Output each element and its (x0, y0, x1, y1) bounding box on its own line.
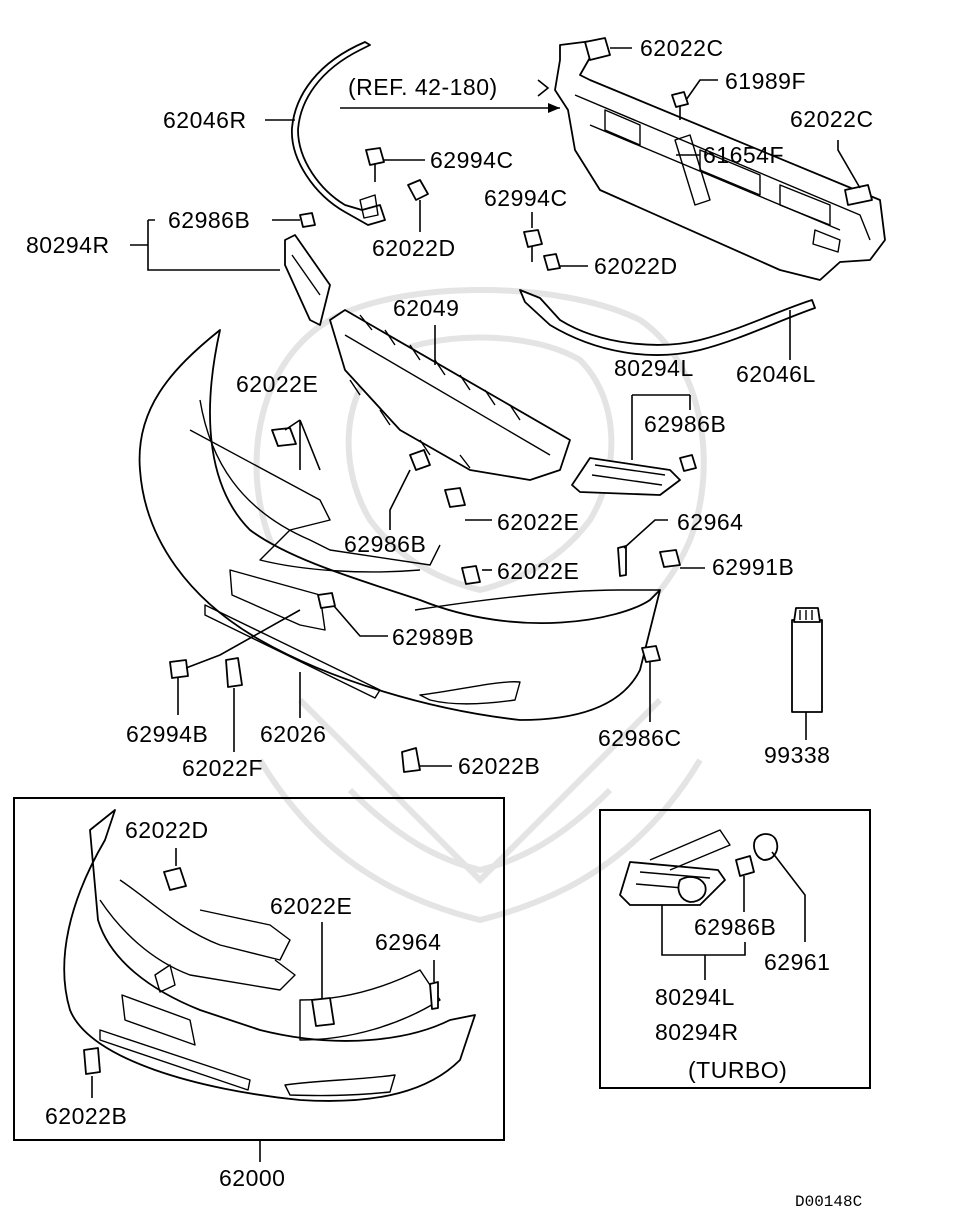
clip-62991B (659, 549, 705, 569)
clip-62022D-box (163, 848, 187, 891)
grille-62049 (329, 309, 571, 481)
label-62022D-box: 62022D (125, 817, 209, 843)
diagram-code: D00148C (795, 1193, 862, 1210)
label-62994C-lower: 62994C (484, 185, 568, 211)
bolt-61989F (671, 79, 718, 120)
label-62991B: 62991B (712, 554, 794, 580)
clip-62022D-lower (543, 253, 588, 271)
side-bracket-62046L (519, 289, 816, 356)
label-62022D-lower: 62022D (594, 253, 678, 279)
label-62964-box: 62964 (375, 929, 441, 955)
clip-62022B (401, 747, 452, 773)
label-80294R-b: 80294R (655, 1019, 739, 1045)
label-ref: (REF. 42-180) (348, 74, 498, 100)
label-62022C-top: 62022C (640, 35, 724, 61)
label-62022B-a: 62022B (458, 753, 540, 779)
bolt-62994C-upper (365, 147, 425, 182)
bracket-80294L-upper (571, 394, 697, 496)
clip-62022C-top (584, 37, 632, 61)
label-62049: 62049 (393, 295, 459, 321)
label-62964-a: 62964 (677, 509, 743, 535)
pin-62964-box (429, 960, 439, 1010)
pin-62964 (617, 519, 668, 577)
label-62022E-c: 62022E (497, 558, 579, 584)
bracket-80294R (130, 212, 331, 326)
clip-62022B-box (83, 1047, 101, 1098)
label-62026: 62026 (260, 721, 326, 747)
label-61654F: 61654F (703, 142, 784, 168)
clip-62022E-lower (461, 565, 492, 585)
clip-62022F (225, 657, 243, 752)
sealant-tube-99338 (791, 607, 823, 740)
label-80294R: 80294R (26, 232, 110, 258)
label-62046L: 62046L (736, 361, 816, 387)
label-62022E-box: 62022E (270, 893, 352, 919)
label-61989F: 61989F (725, 68, 806, 94)
label-99338: 99338 (764, 742, 830, 768)
label-62022C-right: 62022C (790, 106, 874, 132)
label-62986C: 62986C (598, 725, 682, 751)
label-80294L-b: 80294L (655, 984, 735, 1010)
bumper-cover-62026 (138, 329, 661, 721)
assembly-box-62000 (13, 797, 505, 1162)
label-62986B-d: 62986B (694, 914, 776, 940)
turbo-box (599, 809, 871, 1089)
label-62046R: 62046R (163, 107, 247, 133)
label-62000: 62000 (219, 1165, 285, 1191)
clip-62989B (317, 592, 388, 637)
label-62961: 62961 (764, 949, 830, 975)
label-62994C-upper: 62994C (430, 147, 514, 173)
label-62022D-upper: 62022D (372, 235, 456, 261)
label-62986B-c: 62986B (344, 531, 426, 557)
ref-arrow (340, 79, 560, 113)
label-62986B-b: 62986B (644, 411, 726, 437)
label-62986B-a: 62986B (168, 207, 250, 233)
label-62022E-a: 62022E (236, 371, 318, 397)
bolt-62994C-lower (523, 212, 543, 262)
side-bracket-62046R (291, 41, 386, 226)
label-62022F: 62022F (182, 755, 263, 781)
label-62022E-b: 62022E (497, 509, 579, 535)
label-62022B-box: 62022B (45, 1103, 127, 1129)
clip-62022E-center (444, 487, 492, 521)
bolt-62986C (641, 645, 661, 722)
bolt-62986B-center (389, 449, 431, 530)
clip-62022E-box (311, 922, 335, 1027)
clip-62022C-right (837, 140, 873, 206)
clip-62022E-left (271, 419, 321, 471)
label-62994B: 62994B (126, 721, 208, 747)
bolt-62994B (169, 609, 301, 715)
label-80294L-a: 80294L (614, 355, 694, 381)
label-turbo: (TURBO) (688, 1057, 787, 1083)
label-62989B: 62989B (392, 624, 474, 650)
clip-62022D-upper (407, 179, 429, 232)
part-labels: 62022C 61989F 62022C 61654F (REF. 42-180… (26, 35, 874, 1210)
